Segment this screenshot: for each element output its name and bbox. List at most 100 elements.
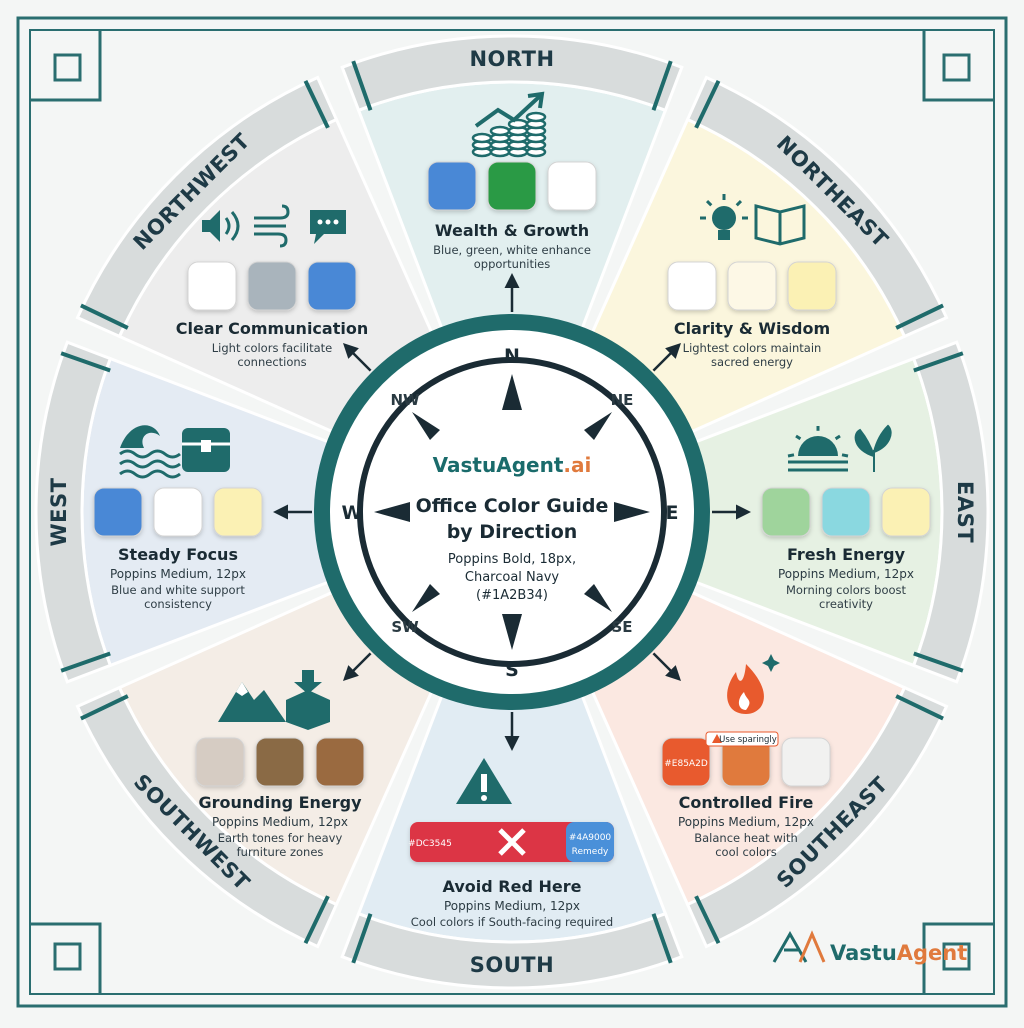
sector-west-desc-1: Blue and white support (111, 583, 245, 597)
page-title-line2: by Direction (447, 521, 578, 543)
swatch-southeast-3 (781, 737, 831, 787)
speaker-icon (202, 210, 240, 242)
compass-label-se: SE (611, 618, 632, 636)
sector-southeast-accent (895, 694, 944, 721)
brand-text: VastuAgent.ai (433, 453, 592, 477)
sector-southwest-subtitle: Poppins Medium, 12px (212, 815, 348, 829)
sector-west-accent (60, 651, 111, 673)
brand-logo: VastuAgent.ai (433, 453, 592, 477)
sector-south-title: Avoid Red Here (443, 877, 582, 896)
warning-badge-text: Use sparingly (719, 735, 777, 745)
sector-south-accent (651, 913, 673, 964)
sector-northwest-title: Clear Communication (176, 319, 368, 338)
remedy-hex: #4A9000 (569, 833, 612, 843)
growth-chart-icon (471, 91, 547, 158)
compass-label-w: W (342, 502, 363, 524)
sector-southwest-title: Grounding Energy (198, 793, 362, 812)
swatch-northeast-3 (787, 261, 837, 311)
compass-label-ne: NE (611, 391, 634, 409)
spec-line2: Charcoal Navy (465, 570, 560, 585)
swatch-northwest-3 (307, 261, 357, 311)
footer-logo: VastuAgent (772, 930, 967, 965)
swatch-north-3 (547, 161, 597, 211)
treasure-chest-icon (182, 428, 230, 472)
cross-icon (498, 828, 526, 856)
swatch-southwest-1 (195, 737, 245, 787)
lightbulb-icon (700, 194, 748, 240)
sector-south-accent (351, 913, 373, 964)
sector-northwest-desc-1: Light colors facilitate (212, 341, 332, 355)
arrow-northeast (652, 343, 681, 372)
compass-star (374, 374, 650, 650)
brand-name: VastuAgent (433, 453, 564, 477)
sector-southeast-accent (694, 895, 721, 944)
sector-southeast-title: Controlled Fire (679, 793, 814, 812)
logo-mark-accent-icon (798, 930, 826, 963)
swatch-hex-label: #E85A2D (664, 759, 708, 769)
sector-southwest-rim (75, 685, 339, 949)
sector-northeast-desc-2: sacred energy (711, 355, 793, 369)
sector-east-accent (913, 351, 964, 373)
sector-east-desc-2: creativity (819, 597, 873, 611)
sector-west-desc-2: consistency (144, 597, 212, 611)
direction-label-south: SOUTH (470, 953, 554, 977)
swatch-northwest-2 (247, 261, 297, 311)
sector-west-accent (60, 351, 111, 373)
sector-east-accent (913, 651, 964, 673)
swatch-west-2 (153, 487, 203, 537)
swatch-southwest-2 (255, 737, 305, 787)
sector-north-accent (351, 60, 373, 111)
sector-northeast-accent (895, 303, 944, 330)
sector-north-title: Wealth & Growth (435, 221, 589, 240)
direction-label-west: WEST (47, 477, 71, 546)
logo-text-a: Vastu (830, 941, 897, 965)
compass-label-e: E (666, 502, 679, 524)
swatch-east-2 (821, 487, 871, 537)
swatch-east-1 (761, 487, 811, 537)
compass-label-nw: NW (390, 391, 420, 409)
direction-label-east: EAST (953, 481, 977, 543)
swatch-northeast-2 (727, 261, 777, 311)
sector-southeast-desc-1: Balance heat with (694, 831, 798, 845)
sector-northwest-desc-2: connections (237, 355, 306, 369)
sector-southwest-desc-1: Earth tones for heavy (218, 831, 343, 845)
sector-northeast-rim (685, 75, 949, 339)
warning-icon (456, 758, 512, 804)
swatch-southeast-1 (661, 737, 711, 787)
arrow-northwest (343, 343, 372, 372)
book-icon (754, 204, 806, 246)
brand-suffix: .ai (563, 453, 591, 477)
sector-east-title: Fresh Energy (787, 545, 906, 564)
avoid-red-hex: #DC3545 (408, 839, 452, 849)
sector-west-rim (34, 340, 113, 684)
sector-southeast-rim (685, 685, 949, 949)
page-title-line1: Office Color Guide (416, 495, 609, 517)
arrow-southeast (652, 652, 681, 681)
spec-line1: Poppins Bold, 18px, (448, 552, 576, 567)
sector-north-desc-2: opportunities (474, 257, 550, 271)
remedy-swatch (566, 822, 614, 862)
wind-icon (254, 204, 290, 248)
swatch-southwest-3 (315, 737, 365, 787)
compass-inner-ring (357, 357, 667, 667)
box-icon (286, 670, 330, 730)
sector-southwest-desc-2: furniture zones (237, 845, 324, 859)
sector-northeast-title: Clarity & Wisdom (674, 319, 830, 338)
leaf-icon (854, 424, 892, 472)
direction-label-north: NORTH (469, 47, 554, 71)
sector-north-rim (340, 34, 684, 113)
sector-northwest-accent (303, 80, 330, 129)
compass-label-n: N (504, 345, 520, 367)
logo-text-b: Agent (897, 941, 968, 965)
arrow-southwest (343, 652, 372, 681)
swatch-east-3 (881, 487, 931, 537)
swatch-west-1 (93, 487, 143, 537)
logo-text: VastuAgent (830, 941, 967, 965)
